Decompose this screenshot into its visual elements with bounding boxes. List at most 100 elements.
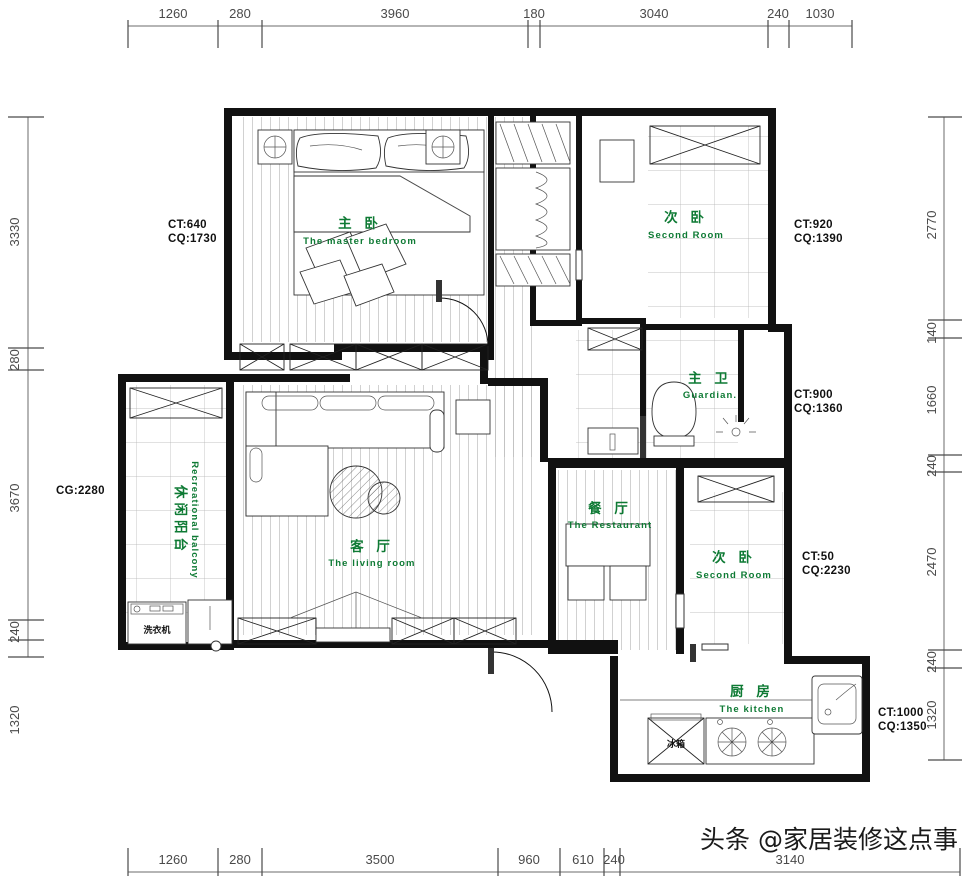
side-table <box>455 399 491 435</box>
label-balcony-cn: 休闲阳台 <box>172 484 189 555</box>
label-second-lower-cn: 次 卧 <box>712 549 756 566</box>
label-washing-machine: 洗衣机 <box>143 624 170 636</box>
sofa <box>245 391 445 517</box>
dim-top-4: 3040 <box>640 6 669 21</box>
label-living-cn: 客 厅 <box>349 538 394 555</box>
label-second-upper-cg: CQ:1390 <box>794 233 843 245</box>
dim-right-1: 140 <box>924 322 939 344</box>
door-marks <box>575 249 729 651</box>
window-master-bedroom <box>239 343 489 371</box>
wall-right-mid <box>784 324 792 664</box>
partition-bath-top <box>640 324 786 330</box>
label-master-bedroom-ct: CT:640 <box>168 219 207 231</box>
second-room-lower-floor <box>690 492 790 644</box>
dining-furniture <box>565 523 651 601</box>
label-balcony-en: Recreational balcony <box>189 461 200 579</box>
master-bedroom-furniture <box>257 129 489 347</box>
dim-bottom-2: 3500 <box>366 852 395 867</box>
partition-bath-bottom <box>548 458 792 468</box>
dim-top-6: 1030 <box>806 6 835 21</box>
label-bath-cg: CQ:1360 <box>794 403 843 415</box>
dim-right-0: 2770 <box>924 211 939 240</box>
stove-counter <box>705 717 815 765</box>
label-second-upper-cn: 次 卧 <box>664 209 708 226</box>
coffee-table-small <box>367 481 401 515</box>
dim-left-4: 1320 <box>7 706 22 735</box>
door-entry <box>488 648 553 713</box>
label-kitchen-cg: CQ:1350 <box>878 721 927 733</box>
partition-dining-left <box>548 458 556 654</box>
wall-bedroom-bottom-right <box>480 344 488 384</box>
label-bath-ct: CT:900 <box>794 389 833 401</box>
wall-left-upper <box>224 108 232 360</box>
window-second-room-upper <box>649 125 761 165</box>
label-kitchen-en: The kitchen <box>720 704 785 715</box>
dim-top-3: 180 <box>523 6 545 21</box>
bathroom-fixtures <box>587 381 756 458</box>
door-kitchen <box>690 644 696 662</box>
dim-bottom-1: 280 <box>229 852 251 867</box>
bed-duvet <box>293 175 471 233</box>
wall-living-left <box>226 374 234 648</box>
dim-left-3: 240 <box>7 621 22 643</box>
dim-left-1: 280 <box>7 349 22 371</box>
dim-right-3: 240 <box>924 455 939 477</box>
wall-balcony-top <box>126 374 234 382</box>
label-restaurant-cn: 餐 厅 <box>587 500 632 517</box>
wall-kitchen-left <box>610 656 618 782</box>
toilet <box>651 381 697 447</box>
room-labels: 主 卧 The master bedroom CT:640 CQ:1730 次 … <box>56 209 927 750</box>
label-restaurant-en: The Restaurant <box>568 520 653 531</box>
label-master-bedroom-cn: 主 卧 <box>338 215 382 232</box>
dim-bottom-4: 610 <box>572 852 594 867</box>
dim-right-2: 1660 <box>924 386 939 415</box>
door-second-room-lower <box>675 593 685 629</box>
sink-vanity <box>587 427 639 455</box>
dim-bottom-5: 240 <box>603 852 625 867</box>
door-master-bedroom <box>436 280 489 347</box>
partition-closet-bottom <box>530 320 582 326</box>
dim-right-5: 240 <box>924 651 939 673</box>
dim-top-5: 240 <box>767 6 789 21</box>
wardrobe-group <box>495 121 571 287</box>
wall-kitchen-top <box>784 656 870 664</box>
dim-left-2: 3670 <box>7 484 22 513</box>
balcony-cabinet <box>187 599 233 652</box>
label-refrigerator: 冰箱 <box>667 738 685 750</box>
partition-bath-left <box>640 318 646 464</box>
label-kitchen-cn: 厨 房 <box>730 683 774 700</box>
wall-kitchen-bottom <box>610 774 870 782</box>
kitchen-furniture <box>620 644 863 765</box>
partition-second-room-bottom <box>576 318 646 324</box>
wardrobe-mid <box>495 167 571 251</box>
wall-balcony-bottom <box>118 642 234 650</box>
window-bathroom <box>587 327 643 351</box>
label-bath-cn: 主 卫 <box>688 370 732 387</box>
dimension-chain-bottom: 1260 280 3500 960 610 240 3140 <box>127 848 961 876</box>
dining-chair-left <box>567 565 605 601</box>
label-second-lower-cg: CQ:2230 <box>802 565 851 577</box>
dimension-chain-left: 3330 280 3670 240 1320 <box>7 116 44 735</box>
label-second-upper-en: Second Room <box>648 230 724 241</box>
windows-group <box>129 125 775 645</box>
dim-top-1: 280 <box>229 6 251 21</box>
door-lower-room-bottom <box>701 643 729 651</box>
throw-pillows <box>299 223 407 307</box>
nightstand-left <box>257 129 293 165</box>
dim-top-0: 1260 <box>159 6 188 21</box>
wall-balcony-left <box>118 374 126 650</box>
wall-bedroom-bottom-left <box>224 352 342 360</box>
dim-bottom-3: 960 <box>518 852 540 867</box>
dim-left-0: 3330 <box>7 218 22 247</box>
dining-table <box>565 523 651 567</box>
dim-bottom-6: 3140 <box>776 852 805 867</box>
partition-living-right <box>540 378 548 462</box>
window-second-room-lower <box>697 475 775 503</box>
label-second-lower-en: Second Room <box>696 570 772 581</box>
dim-top-2: 3960 <box>381 6 410 21</box>
wall-right-upper <box>768 108 776 330</box>
bath-door-jamb <box>640 416 646 458</box>
tv-unit <box>289 591 423 643</box>
second-room-upper-furniture <box>599 139 635 183</box>
